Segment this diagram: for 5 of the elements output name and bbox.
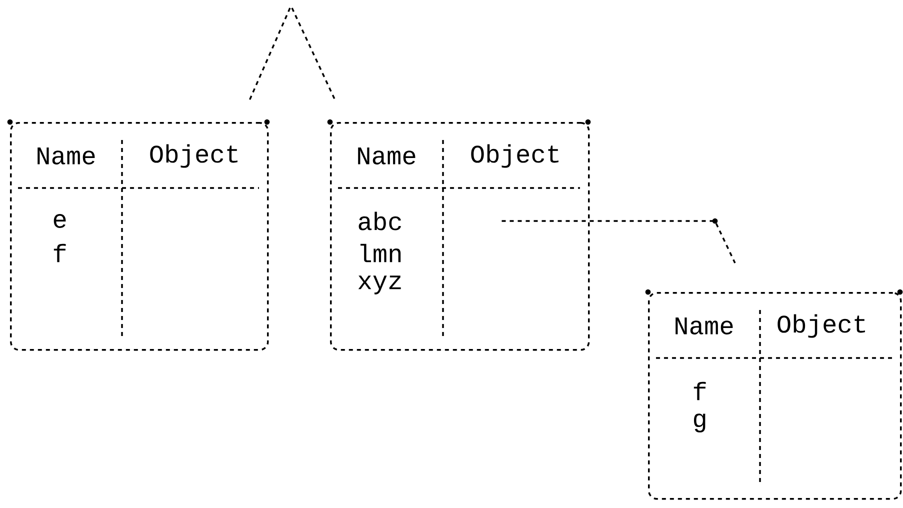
connector-line xyxy=(502,220,736,264)
connector-line xyxy=(248,8,291,102)
table: Name Object e f xyxy=(7,119,270,351)
table: Name Object abc lmn xyz xyxy=(327,119,591,351)
table: Name Object f g xyxy=(645,289,903,500)
